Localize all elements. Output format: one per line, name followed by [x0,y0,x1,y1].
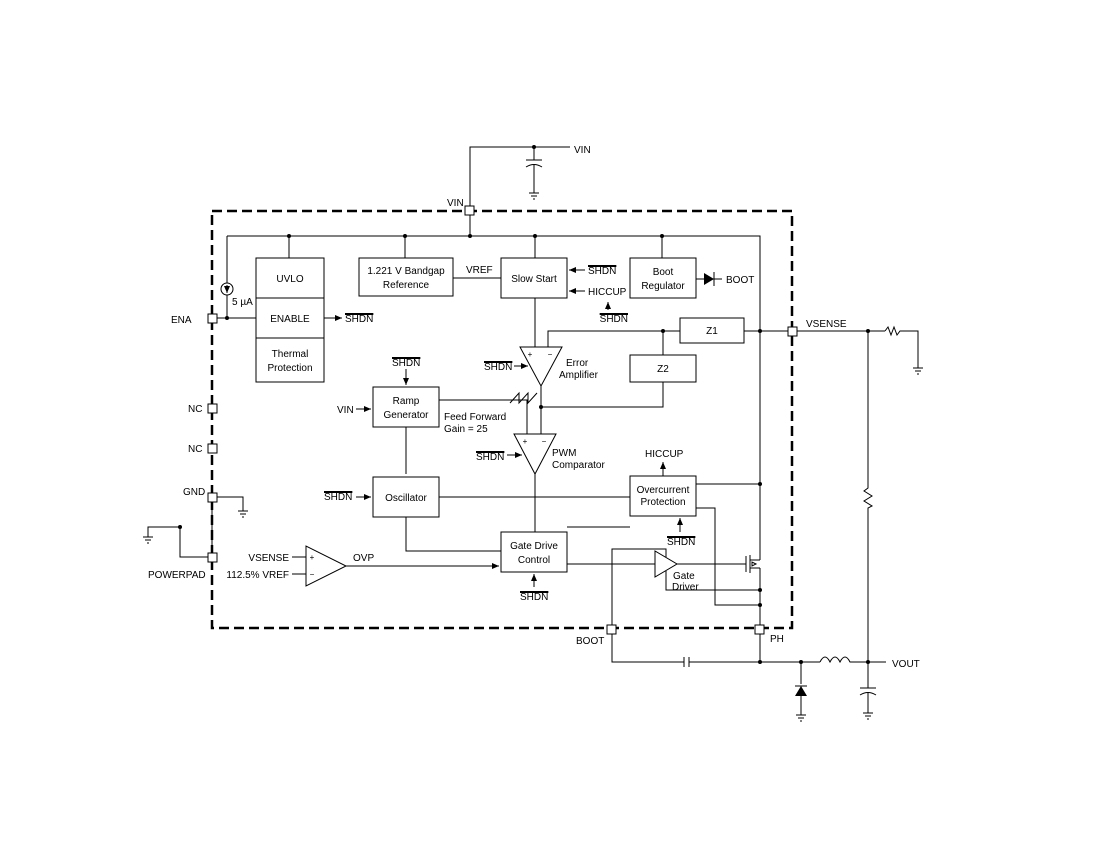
z2-block [629,354,697,383]
oscillator-text: Oscillator [385,493,427,504]
slow-start-block [500,257,568,299]
bandgap-reference-block [358,257,454,297]
vsense-pin[interactable] [787,326,798,337]
gate-driver-text-1: Gate [673,571,695,582]
thermal-protection-block [255,337,325,383]
shdn-slow-start: SHDN [588,266,616,277]
ovp-minus: − [310,570,315,579]
shdn-boot-reg: SHDN [600,314,628,325]
overcurrent-text-1: Overcurrent [637,485,690,496]
boot-diode-icon [704,273,714,285]
overcurrent-protection-block [629,475,697,517]
z1-text: Z1 [706,326,718,337]
shdn-overcurrent: SHDN [667,537,695,548]
ena-pin[interactable] [207,313,218,324]
inductor-icon [819,656,868,664]
boot-reg-text-2: Regulator [641,281,685,292]
ph-pin[interactable] [754,624,765,635]
z2-text: Z2 [657,364,669,375]
pwm-text-1: PWM [552,448,576,459]
shdn-pwm: SHDN [476,452,504,463]
ea-plus: + [528,350,533,359]
pwm-plus: + [523,437,528,446]
feedback-resistor-icon [863,331,874,662]
oscillator-block [372,476,440,518]
pwm-text-2: Comparator [552,460,605,471]
feed-forward-2: Gain = 25 [444,424,488,435]
nc2-label: NC [188,444,202,455]
error-amplifier [519,346,563,388]
gate-drive-control-block [500,531,568,573]
powerpad-pin[interactable] [207,552,218,563]
boot-reg-text-1: Boot [653,267,674,278]
overcurrent-text-2: Protection [640,497,685,508]
ramp-generator-block [372,386,440,428]
error-amp-text-1: Error [566,358,589,369]
slow-start-text: Slow Start [511,274,557,285]
ovp-comparator [305,545,348,587]
ramp-text-2: Generator [383,410,429,421]
gate-drive-text-1: Gate Drive [510,541,558,552]
ovp-plus: + [310,553,315,562]
pwm-comparator [513,433,557,476]
current-source-label: 5 µA [232,297,253,308]
thermal-text-1: Thermal [272,349,309,360]
nc1-pin[interactable] [207,403,218,414]
boot-pin-label: BOOT [576,636,604,647]
vin-pin[interactable] [464,205,475,216]
z1-block [679,317,745,344]
nc2-pin[interactable] [207,443,218,454]
ena-label: ENA [171,315,192,326]
ic-boundary [210,209,794,630]
gate-driver-text-2: Driver [672,582,699,593]
shdn-error-amp: SHDN [484,362,512,373]
vin-top-label: VIN [574,145,591,156]
boot-capacitor-icon [683,657,690,667]
powerpad-label: POWERPAD [148,570,206,581]
ovp-label: OVP [353,553,374,564]
boot-out-label: BOOT [726,275,754,286]
gate-drive-text-2: Control [518,555,550,566]
uvlo-text: UVLO [276,274,303,285]
vsense-comp-label: VSENSE [248,553,289,564]
shdn-ramp: SHDN [392,358,420,369]
vref-label: VREF [466,265,493,276]
vin-ramp-label: VIN [337,405,354,416]
sawtooth-icon [509,391,538,405]
pwm-minus: − [542,437,547,446]
nc1-label: NC [188,404,202,415]
hiccup-in-label: HICCUP [588,287,627,298]
shdn-oscillator: SHDN [324,492,352,503]
hiccup-out-label: HICCUP [645,449,684,460]
shdn-enable-out: SHDN [345,314,373,325]
vout-label: VOUT [892,659,920,670]
boot-regulator-block [629,257,697,299]
mosfet-icon [745,555,761,626]
gnd-pin[interactable] [207,492,218,503]
gnd-label: GND [183,487,205,498]
bandgap-text-2: Reference [383,280,430,291]
bandgap-text-1: 1.221 V Bandgap [367,266,445,277]
gate-driver [654,550,678,578]
vin-pin-label: VIN [447,198,464,209]
ph-label: PH [770,634,784,645]
thermal-text-2: Protection [267,363,312,374]
catch-diode-icon [795,686,807,696]
ea-minus: − [548,350,553,359]
vin-input [469,145,570,207]
boot-pin[interactable] [606,624,617,635]
vsense-pin-label: VSENSE [806,319,847,330]
resistor-ground-icon [884,325,919,368]
shdn-gate-drive: SHDN [520,592,548,603]
ramp-text-1: Ramp [393,396,420,407]
vref-comp-label: 112.5% VREF [226,570,289,581]
error-amp-text-2: Amplifier [559,370,599,381]
feed-forward-1: Feed Forward [444,412,506,423]
enable-text: ENABLE [270,314,310,325]
